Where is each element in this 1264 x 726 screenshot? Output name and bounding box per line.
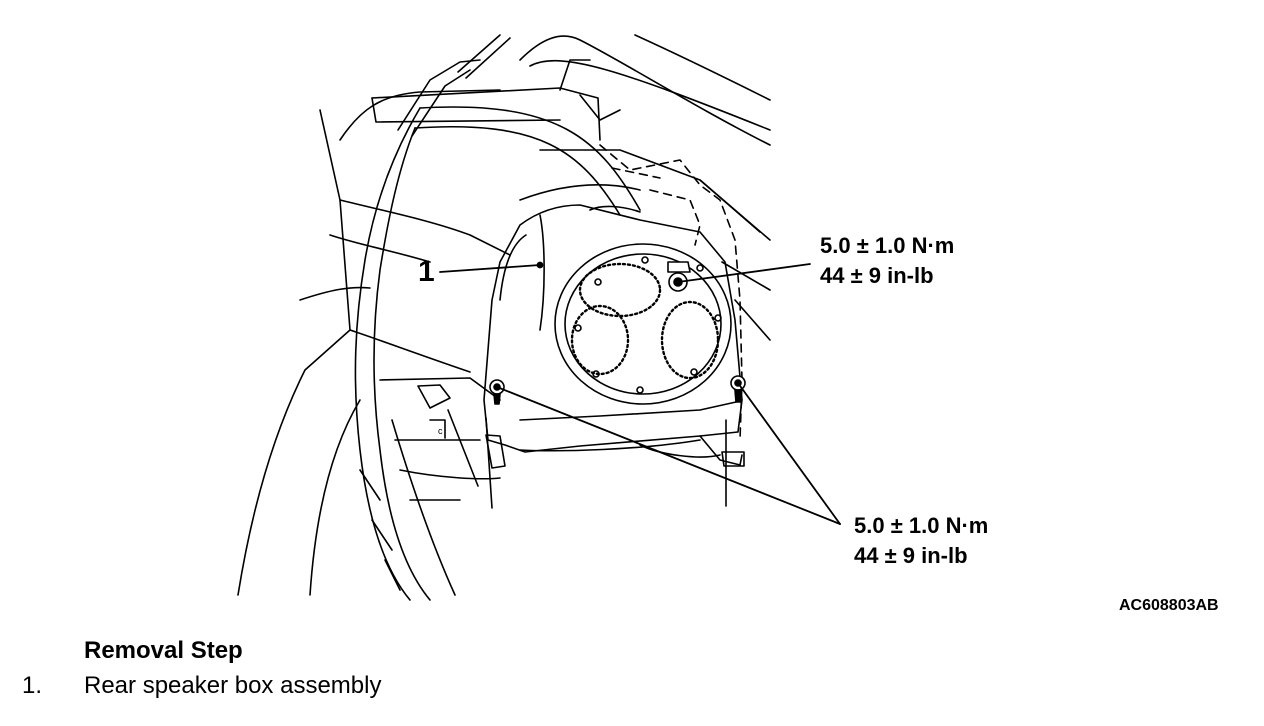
part-number-label: 1	[418, 255, 435, 288]
speaker-grille	[554, 243, 732, 405]
torque-imperial: 44 ± 9 in-lb	[820, 263, 934, 288]
trunk-floor: c	[379, 377, 727, 509]
removal-steps-heading: Removal Step	[84, 637, 243, 664]
figure-id: AC608803AB	[1119, 597, 1219, 614]
hidden-outline-dashed	[599, 144, 743, 441]
torque-metric: 5.0 ± 1.0 N·m	[854, 513, 989, 538]
torque-imperial: 44 ± 9 in-lb	[854, 543, 968, 568]
svg-text:c: c	[438, 426, 443, 436]
torque-metric: 5.0 ± 1.0 N·m	[820, 233, 955, 258]
step-number: 1.	[22, 672, 43, 699]
torque-callout-lower: 5.0 ± 1.0 N·m 44 ± 9 in-lb	[854, 511, 988, 571]
rear-body-edge	[699, 179, 771, 341]
bracket-bolt-left-icon	[485, 379, 506, 469]
speaker-bolt-icon	[667, 261, 691, 292]
structural-members	[309, 106, 641, 601]
trunk-hinge-rails	[397, 34, 771, 146]
body-panel-outline	[237, 87, 761, 596]
speaker-box-housing	[483, 204, 743, 466]
step-text: Rear speaker box assembly	[84, 672, 382, 699]
torque-callout-upper: 5.0 ± 1.0 N·m 44 ± 9 in-lb	[820, 231, 954, 291]
leader-lines	[439, 261, 841, 525]
